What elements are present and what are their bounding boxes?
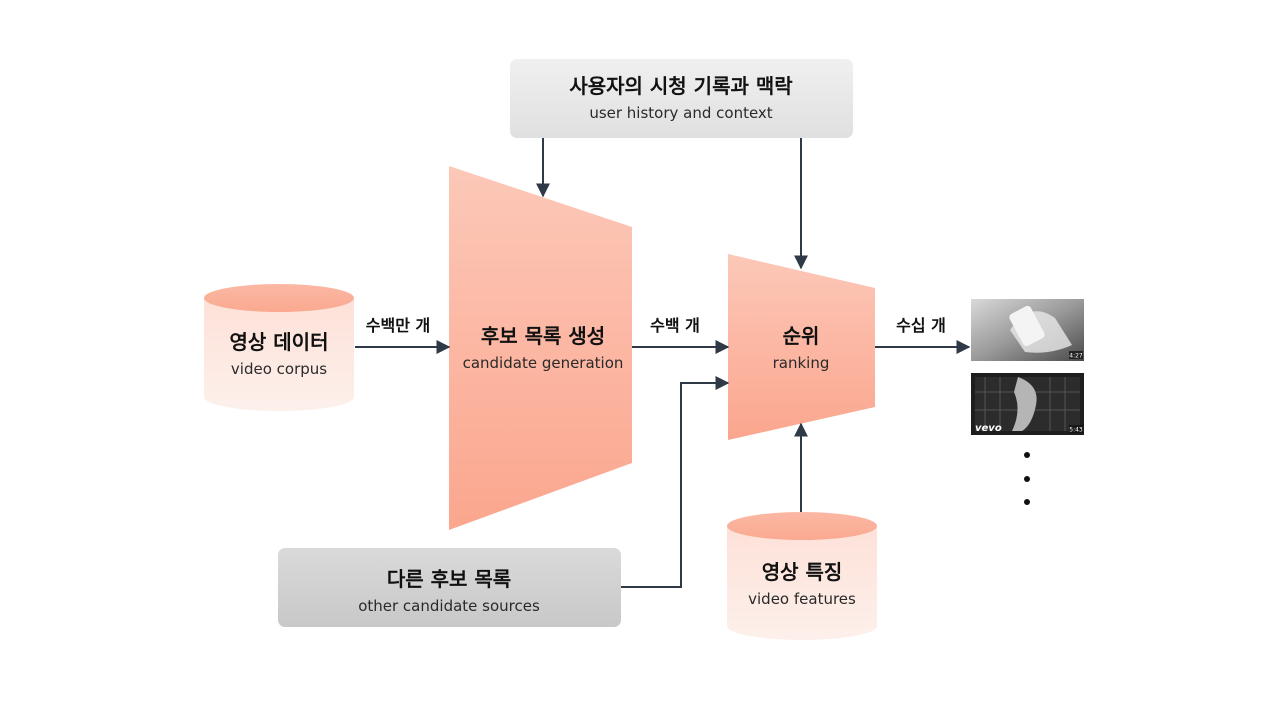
user-history-box: 사용자의 시청 기록과 맥락 user history and context bbox=[510, 59, 853, 138]
arrow-other-sources-to-ranking bbox=[621, 376, 730, 588]
candidate-generation-subtitle: candidate generation bbox=[463, 354, 624, 372]
ranking-subtitle: ranking bbox=[773, 354, 830, 372]
ranking-funnel: 순위 ranking bbox=[728, 254, 875, 440]
edge-label-dozens: 수십 개 bbox=[896, 316, 946, 335]
video-thumbnail-2: vevo 5:43 bbox=[971, 373, 1084, 435]
video-corpus-subtitle: video corpus bbox=[231, 360, 327, 378]
edge-label-millions: 수백만 개 bbox=[366, 316, 430, 335]
video-features-subtitle: video features bbox=[748, 590, 856, 608]
edge-label-hundreds: 수백 개 bbox=[650, 316, 700, 335]
video-corpus-cylinder: 영상 데이터 video corpus bbox=[204, 284, 354, 411]
candidate-generation-title: 후보 목록 생성 bbox=[481, 324, 605, 348]
thumbnail-1-duration: 4:27 bbox=[1069, 353, 1083, 360]
video-corpus-title: 영상 데이터 bbox=[230, 330, 329, 354]
video-features-cylinder: 영상 특징 video features bbox=[727, 512, 877, 640]
other-candidate-sources-box: 다른 후보 목록 other candidate sources bbox=[278, 548, 621, 627]
video-features-title: 영상 특징 bbox=[762, 560, 843, 584]
user-history-subtitle: user history and context bbox=[589, 104, 772, 122]
thumbnail-2-duration: 5:43 bbox=[1069, 427, 1083, 434]
other-sources-subtitle: other candidate sources bbox=[358, 597, 540, 615]
more-results-ellipsis bbox=[1024, 452, 1030, 505]
ranking-title: 순위 bbox=[783, 324, 820, 348]
user-history-title: 사용자의 시청 기록과 맥락 bbox=[569, 74, 793, 98]
performer-figure-icon bbox=[1012, 377, 1037, 431]
candidate-generation-funnel: 후보 목록 생성 candidate generation bbox=[449, 166, 632, 530]
other-sources-title: 다른 후보 목록 bbox=[387, 567, 511, 591]
vevo-logo: vevo bbox=[975, 423, 1002, 434]
video-thumbnail-1: 4:27 bbox=[971, 299, 1084, 361]
